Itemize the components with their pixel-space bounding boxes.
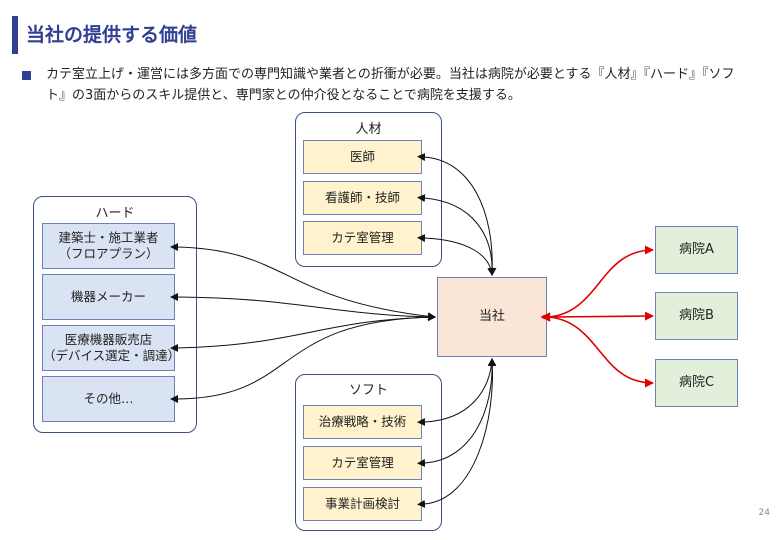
soft-item-treatment-strategy: 治療戦略・技術	[303, 405, 422, 439]
arrow-company-business	[417, 358, 497, 508]
company-node: 当社	[437, 277, 547, 357]
soft-item-business-planning: 事業計画検討	[303, 487, 422, 521]
jinzai-item-doctor: 医師	[303, 140, 422, 174]
arrow-company-soft-management	[417, 358, 497, 467]
title-accent-bar	[12, 16, 18, 54]
arrow-company-doctor	[417, 153, 497, 276]
group-jinzai-label: 人材	[355, 122, 382, 137]
arrow-company-hospital-b	[541, 311, 654, 322]
page-number: 24	[758, 508, 770, 518]
hospital-b-node: 病院B	[655, 292, 738, 340]
page-title: 当社の提供する価値	[26, 24, 198, 46]
arrow-company-hospital-c	[541, 312, 654, 388]
jinzai-item-nurse-technician: 看護師・技師	[303, 181, 422, 215]
arrow-company-other	[170, 313, 436, 403]
arrow-company-maker	[170, 293, 436, 321]
soft-item-cathlab-management: カテ室管理	[303, 446, 422, 480]
group-hard-label: ハード	[95, 206, 135, 221]
hard-item-other: その他…	[42, 376, 175, 422]
bullet-square	[22, 71, 31, 80]
hospital-a-node: 病院A	[655, 226, 738, 274]
arrow-company-architect	[170, 243, 436, 321]
arrow-company-nurse	[417, 194, 497, 276]
hard-item-device-dealer: 医療機器販売店 （デバイス選定・調達）	[42, 325, 180, 371]
arrow-company-dealer	[170, 313, 436, 352]
arrow-company-management	[417, 234, 496, 276]
hard-item-architect: 建築士・施工業者 （フロアプラン）	[42, 223, 175, 269]
arrow-company-strategy	[417, 358, 496, 426]
hospital-c-node: 病院C	[655, 359, 738, 407]
arrow-company-hospital-a	[541, 245, 654, 322]
description-text: カテ室立上げ・運営には多方面での専門知識や業者との折衝が必要。当社は病院が必要と…	[46, 67, 735, 103]
